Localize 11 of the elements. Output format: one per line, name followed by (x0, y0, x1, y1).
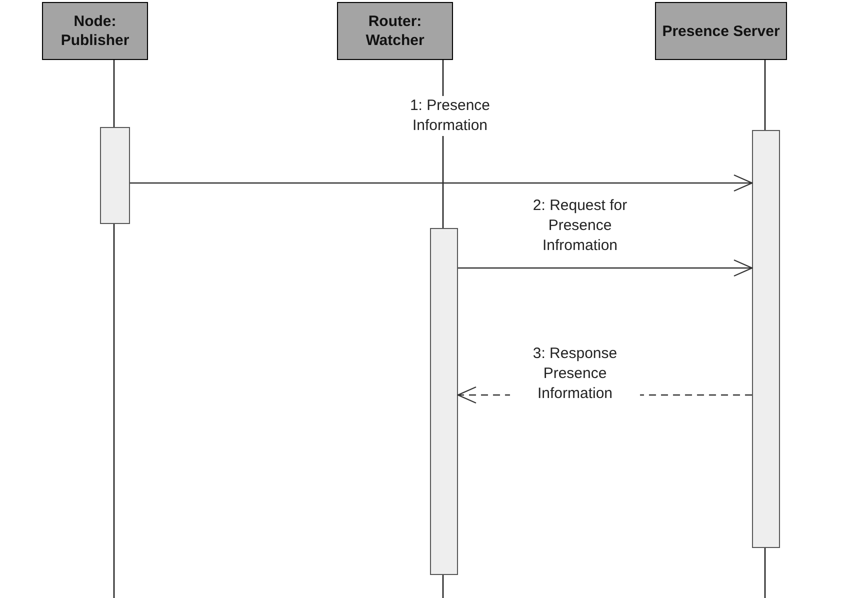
activation-bar (430, 228, 458, 575)
activation-bar (752, 130, 780, 548)
lifeline-name: Node: Publisher (60, 12, 130, 50)
lifeline-name: Router: Watcher (364, 12, 426, 50)
lifeline-head (42, 2, 148, 60)
message-arrow (458, 259, 753, 277)
lifeline-head (337, 2, 453, 60)
message-arrow (130, 174, 753, 192)
lifeline-name: Presence Server (661, 22, 781, 40)
lifeline-head (655, 2, 787, 60)
activation-bar (100, 127, 130, 224)
